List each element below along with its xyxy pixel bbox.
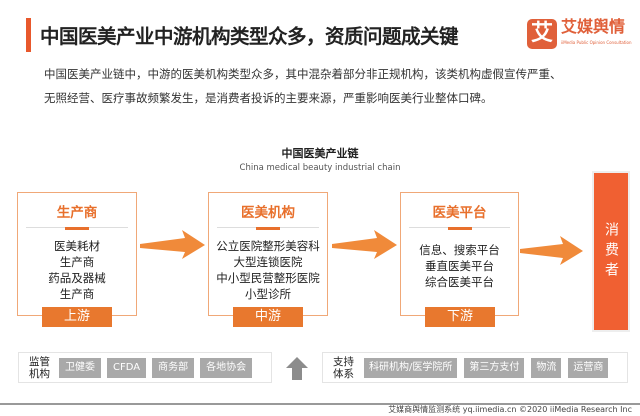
stage-label-midstream: 中游: [233, 307, 303, 327]
footer-credit: 艾媒商舆情监测系统 yq.iimedia.cn ©2020 iiMedia Re…: [388, 405, 632, 414]
stage-box-midstream: 医美机构 公立医院整形美容科 大型连锁医院 中小型民营整形医院 小型诊所: [208, 192, 328, 316]
arrow-right-icon: [520, 236, 583, 265]
stage-item: 小型诊所: [245, 287, 291, 301]
consumer-box: 消费者: [594, 173, 628, 330]
stage-label-downstream: 下游: [425, 307, 495, 327]
stage-item: 大型连锁医院: [233, 255, 303, 269]
footer-divider: [0, 403, 640, 405]
arrow-up-icon: [286, 357, 308, 380]
logo-name: 艾媒舆情: [561, 17, 626, 36]
stage-item: 中小型民营整形医院: [216, 271, 320, 285]
support-tag: 物流: [531, 357, 562, 378]
intro-line-1: 中国医美产业链中，中游的医美机构类型众多，其中混杂着部分非正规机构，该类机构虚假…: [44, 67, 562, 81]
supervision-tag: 卫健委: [59, 357, 101, 378]
stage-box-upstream: 生产商 医美耗材 生产商 药品及器械 生产商: [17, 192, 137, 316]
supervision-panel: 监管机构 卫健委 CFDA 商务部 各地协会: [18, 352, 272, 383]
stage-item: 垂直医美平台: [425, 259, 494, 273]
stage-item: 医美耗材: [54, 239, 100, 253]
supervision-tag: 各地协会: [200, 357, 253, 378]
supervision-label: 监管机构: [29, 355, 50, 380]
stage-item: 生产商: [59, 287, 95, 301]
intro-line-2: 无照经营、医疗事故频繁发生，是消费者投诉的主要来源，严重影响医美行业整体口碑。: [44, 91, 493, 105]
support-label: 支持体系: [333, 355, 354, 380]
chain-title: 中国医美产业链: [281, 147, 359, 160]
arrow-right-icon: [332, 230, 397, 259]
arrow-right-icon: [140, 230, 205, 259]
stage-item: 生产商: [59, 255, 95, 269]
stage-heading: 医美机构: [241, 205, 295, 221]
supervision-tag: 商务部: [152, 357, 195, 378]
logo-icon: 艾: [527, 19, 557, 49]
support-tag: 运营商: [568, 357, 609, 378]
support-tag: 第三方支付: [464, 357, 525, 378]
title-accent-bar: [26, 18, 31, 52]
stage-item: 公立医院整形美容科: [216, 239, 320, 253]
stage-label-upstream: 上游: [42, 307, 112, 327]
supervision-tag: CFDA: [107, 357, 147, 378]
support-panel: 支持体系 科研机构/医学院所 第三方支付 物流 运营商: [322, 352, 628, 383]
chain-subtitle: China medical beauty industrial chain: [239, 163, 401, 173]
stage-item: 信息、搜索平台: [419, 243, 500, 257]
stage-heading: 生产商: [56, 205, 98, 221]
stage-item: 药品及器械: [48, 271, 106, 285]
support-tag: 科研机构/医学院所: [364, 357, 458, 378]
stage-box-downstream: 医美平台 信息、搜索平台 垂直医美平台 综合医美平台: [400, 192, 519, 316]
stage-item: 综合医美平台: [425, 275, 494, 289]
page-title: 中国医美产业中游机构类型众多，资质问题成关键: [40, 25, 459, 48]
logo-subtitle: iiMedia Public Opinion Consultation: [561, 40, 632, 45]
stage-heading: 医美平台: [432, 205, 487, 221]
